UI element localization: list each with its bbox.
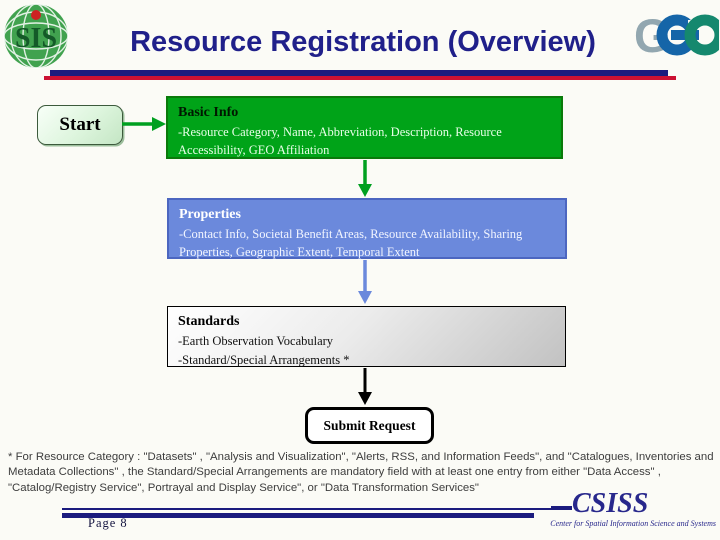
flow-box-properties-title: Properties — [179, 207, 241, 222]
flow-submit-node: Submit Request — [305, 407, 434, 444]
arrow-properties-to-standards-icon — [358, 260, 372, 304]
flow-box-standards-line-2: -Standard/Special Arrangements * — [178, 353, 350, 367]
footnote: * For Resource Category : "Datasets" , "… — [8, 451, 714, 494]
page-title: Resource Registration (Overview) — [130, 26, 596, 58]
csis-logo: SIS — [3, 3, 69, 69]
flow-start-label: Start — [59, 114, 101, 135]
arrow-start-to-basic-info-icon — [122, 117, 166, 131]
csis-logo-letters: SIS — [15, 23, 57, 54]
flow-submit-label: Submit Request — [323, 417, 416, 433]
flow-box-standards-line-1: -Earth Observation Vocabulary — [178, 334, 334, 348]
flow-box-basic-info-body: -Resource Category, Name, Abbreviation, … — [178, 125, 502, 157]
flow-box-properties-body: -Contact Info, Societal Benefit Areas, R… — [179, 227, 523, 259]
header-rule-navy — [50, 70, 668, 76]
arrow-basic-info-to-properties-icon — [358, 160, 372, 197]
flow-start-node: Start — [37, 105, 123, 145]
footer-rule-thick — [62, 513, 534, 518]
flow-box-standards-title: Standards — [178, 314, 240, 329]
arrow-standards-to-submit-icon — [358, 368, 372, 405]
flow-box-basic-info-title: Basic Info — [178, 105, 239, 120]
flow-box-properties: Properties -Contact Info, Societal Benef… — [167, 198, 567, 259]
header-rule-red — [44, 76, 676, 80]
geo-logo-letter-o-icon — [684, 14, 719, 56]
footer-rule-dash — [551, 506, 572, 510]
org-name: Center for Spatial Information Science a… — [550, 519, 716, 528]
page-number: Page 8 — [88, 516, 128, 530]
flow-box-standards: Standards -Earth Observation Vocabulary … — [167, 306, 566, 367]
csiss-wordmark: CSISS — [572, 488, 649, 519]
flow-box-basic-info: Basic Info -Resource Category, Name, Abb… — [166, 96, 563, 159]
footer-rule-thin — [62, 508, 570, 510]
csis-logo-red-dot — [31, 10, 41, 20]
geo-logo: G — [634, 9, 719, 58]
